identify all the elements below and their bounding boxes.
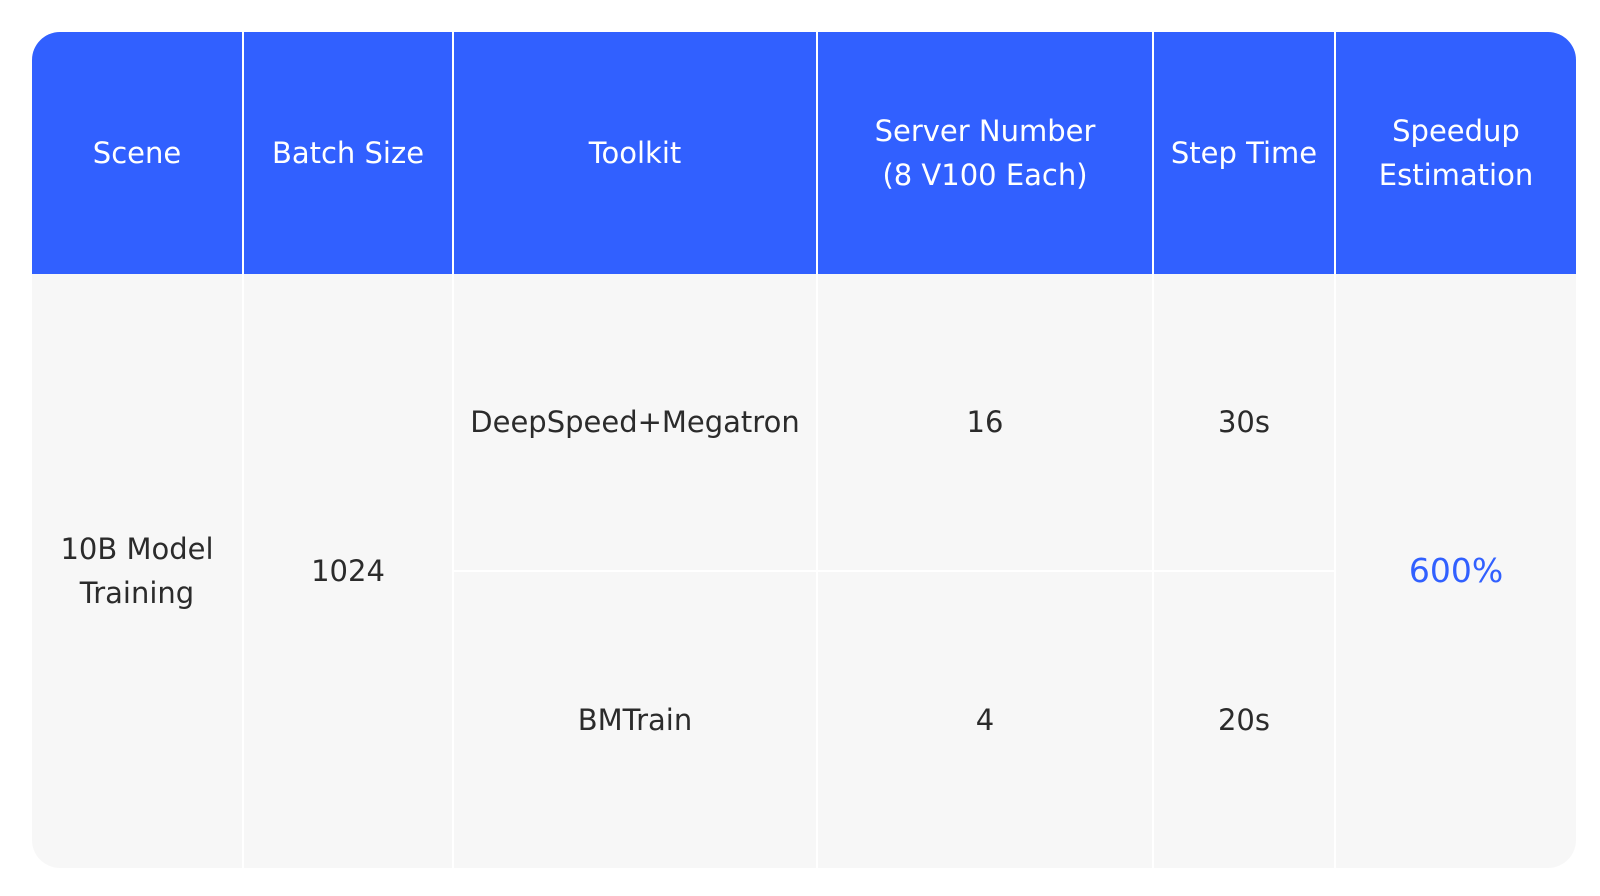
step-time-cell: 30s	[1152, 274, 1335, 571]
server-number-cell: 4	[816, 570, 1153, 868]
header-server-number: Server Number (8 V100 Each)	[816, 32, 1153, 274]
server-number-cell: 16	[816, 274, 1153, 571]
table-row: 10B Model Training 1024 DeepSpeed+Megatr…	[32, 274, 1576, 868]
batch-size-cell: 1024	[242, 274, 453, 868]
header-scene: Scene	[32, 32, 243, 274]
header-batch-size: Batch Size	[242, 32, 453, 274]
comparison-table: Scene Batch Size Toolkit Server Number (…	[32, 32, 1576, 868]
scene-cell: 10B Model Training	[60, 532, 214, 610]
step-time-cell: 20s	[1152, 570, 1335, 868]
table-row: BMTrain 4 20s	[32, 570, 1576, 868]
toolkit-cell: BMTrain	[452, 570, 817, 868]
toolkit-cell: DeepSpeed+Megatron	[452, 274, 817, 571]
header-row: Scene Batch Size Toolkit Server Number (…	[32, 32, 1576, 274]
header-step-time: Step Time	[1152, 32, 1335, 274]
header-speedup-estimation: Speedup Estimation	[1334, 32, 1576, 274]
comparison-table-card: Scene Batch Size Toolkit Server Number (…	[32, 32, 1576, 868]
header-toolkit: Toolkit	[452, 32, 817, 274]
speedup-cell: 600%	[1334, 274, 1576, 868]
